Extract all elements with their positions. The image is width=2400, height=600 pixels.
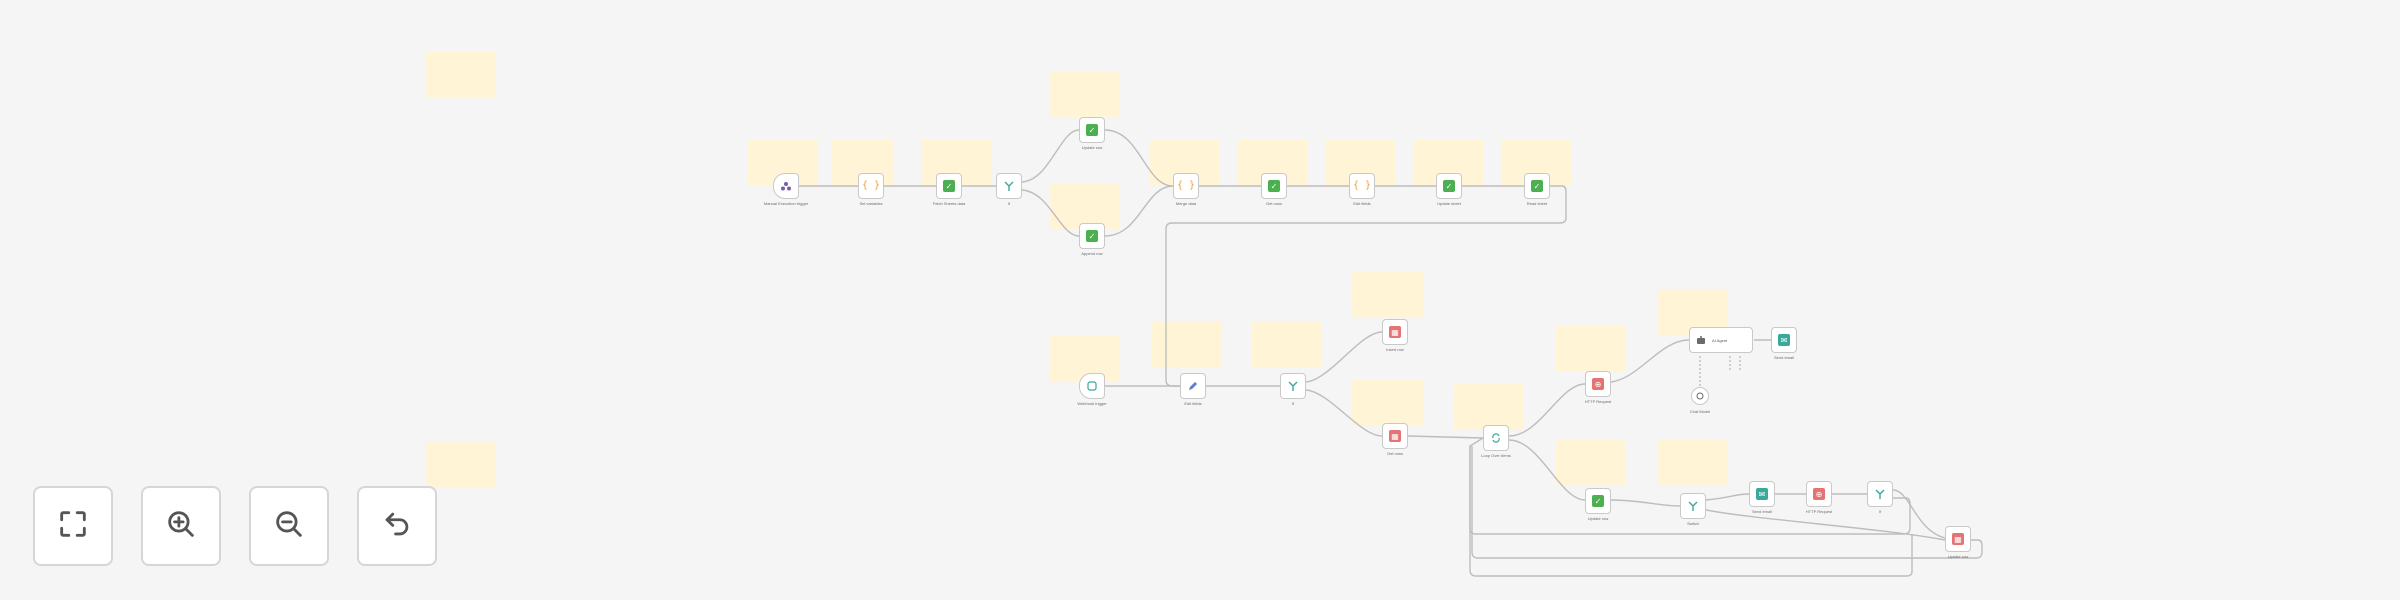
node-switch[interactable] (1680, 493, 1706, 519)
if-branch-icon (1003, 180, 1015, 192)
mail-icon: ✉ (1778, 334, 1790, 346)
node-sheets-update-lower[interactable]: ✓ (1585, 488, 1611, 514)
node-sheets-append[interactable]: ✓ (1079, 223, 1105, 249)
sticky-note[interactable] (1454, 384, 1524, 430)
sticky-note[interactable] (1352, 272, 1424, 318)
node-loop-over-items[interactable] (1483, 425, 1509, 451)
connection (1508, 439, 1586, 501)
connection (1305, 389, 1383, 437)
model-icon (1696, 392, 1704, 400)
loop-icon (1490, 432, 1502, 444)
connection (1508, 383, 1586, 437)
connection (1407, 435, 1484, 439)
sticky-note[interactable] (426, 52, 496, 98)
connection (1610, 499, 1681, 507)
node-edit-fields-top[interactable]: { } (1349, 173, 1375, 199)
undo-icon (380, 507, 414, 546)
connection (1610, 339, 1690, 383)
table-icon: ▦ (1952, 533, 1964, 545)
fit-view-icon (56, 507, 90, 546)
node-if-1[interactable] (996, 173, 1022, 199)
sheets-icon: ✓ (1443, 180, 1455, 192)
node-sheets-fetch[interactable]: ✓ (936, 173, 962, 199)
node-http-request-1[interactable]: ⊕ (1585, 371, 1611, 397)
node-merge[interactable]: { } (1173, 173, 1199, 199)
sticky-note[interactable] (1556, 440, 1626, 486)
connection (1471, 446, 1983, 559)
mail-icon: ✉ (1756, 488, 1768, 500)
node-sheets-update-top[interactable]: ✓ (1079, 117, 1105, 143)
code-braces-icon: { } (861, 180, 881, 191)
node-sheets-get[interactable]: ✓ (1261, 173, 1287, 199)
node-if-2[interactable] (1280, 373, 1306, 399)
connection (1469, 446, 1913, 577)
reset-zoom-button[interactable] (357, 486, 437, 566)
sheets-icon: ✓ (1592, 495, 1604, 507)
connection (1104, 185, 1174, 237)
sticky-note[interactable] (1556, 326, 1626, 372)
node-table-insert[interactable]: ▦ (1382, 319, 1408, 345)
connection (1021, 129, 1080, 183)
switch-icon (1687, 500, 1699, 512)
sticky-note[interactable] (1152, 322, 1222, 368)
node-manual-trigger[interactable] (773, 173, 799, 199)
sheets-icon: ✓ (1268, 180, 1280, 192)
connection (1305, 331, 1383, 383)
if-branch-icon (1287, 380, 1299, 392)
node-send-email-2[interactable]: ✉ (1749, 481, 1775, 507)
sticky-note[interactable] (1050, 72, 1120, 118)
code-braces-icon: { } (1352, 180, 1372, 191)
sheets-icon: ✓ (943, 180, 955, 192)
sticky-note[interactable] (1658, 440, 1728, 486)
sticky-note[interactable] (1352, 380, 1424, 426)
sticky-note[interactable] (426, 442, 496, 488)
node-set-variables[interactable]: { } (858, 173, 884, 199)
zoom-in-button[interactable] (141, 486, 221, 566)
connection (1469, 437, 1911, 535)
node-if-3[interactable] (1867, 481, 1893, 507)
table-icon: ▦ (1389, 326, 1401, 338)
trigger-icon (780, 180, 792, 192)
sheets-icon: ✓ (1086, 230, 1098, 242)
connection (1104, 129, 1174, 187)
node-ai-agent[interactable]: AI Agent (1689, 327, 1753, 353)
table-icon: ▦ (1389, 430, 1401, 442)
http-icon: ⊕ (1813, 488, 1825, 500)
connection (1705, 493, 1750, 501)
node-table-update[interactable]: ▦ (1945, 526, 1971, 552)
node-chat-model[interactable] (1691, 387, 1709, 405)
connection (1892, 489, 1946, 539)
node-sheets-read[interactable]: ✓ (1524, 173, 1550, 199)
node-send-email-1[interactable]: ✉ (1771, 327, 1797, 353)
sticky-note[interactable] (1050, 184, 1120, 230)
sheets-icon: ✓ (1086, 124, 1098, 136)
zoom-out-icon (272, 507, 306, 546)
node-inline-label: AI Agent (1712, 337, 1728, 343)
node-http-request-2[interactable]: ⊕ (1806, 481, 1832, 507)
connection (1165, 185, 1567, 387)
code-braces-icon: { } (1176, 180, 1196, 191)
node-sheets-update[interactable]: ✓ (1436, 173, 1462, 199)
zoom-out-button[interactable] (249, 486, 329, 566)
connection (1705, 509, 1946, 541)
fit-view-button[interactable] (33, 486, 113, 566)
node-edit-fields[interactable] (1180, 373, 1206, 399)
pencil-icon (1187, 380, 1199, 392)
if-branch-icon (1874, 488, 1886, 500)
connection (1021, 189, 1080, 237)
node-webhook-trigger[interactable] (1079, 373, 1105, 399)
sticky-note[interactable] (1252, 322, 1322, 368)
zoom-in-icon (164, 507, 198, 546)
webhook-icon (1086, 380, 1098, 392)
http-icon: ⊕ (1592, 378, 1604, 390)
node-table-get[interactable]: ▦ (1382, 423, 1408, 449)
agent-icon (1696, 335, 1706, 345)
sheets-icon: ✓ (1531, 180, 1543, 192)
